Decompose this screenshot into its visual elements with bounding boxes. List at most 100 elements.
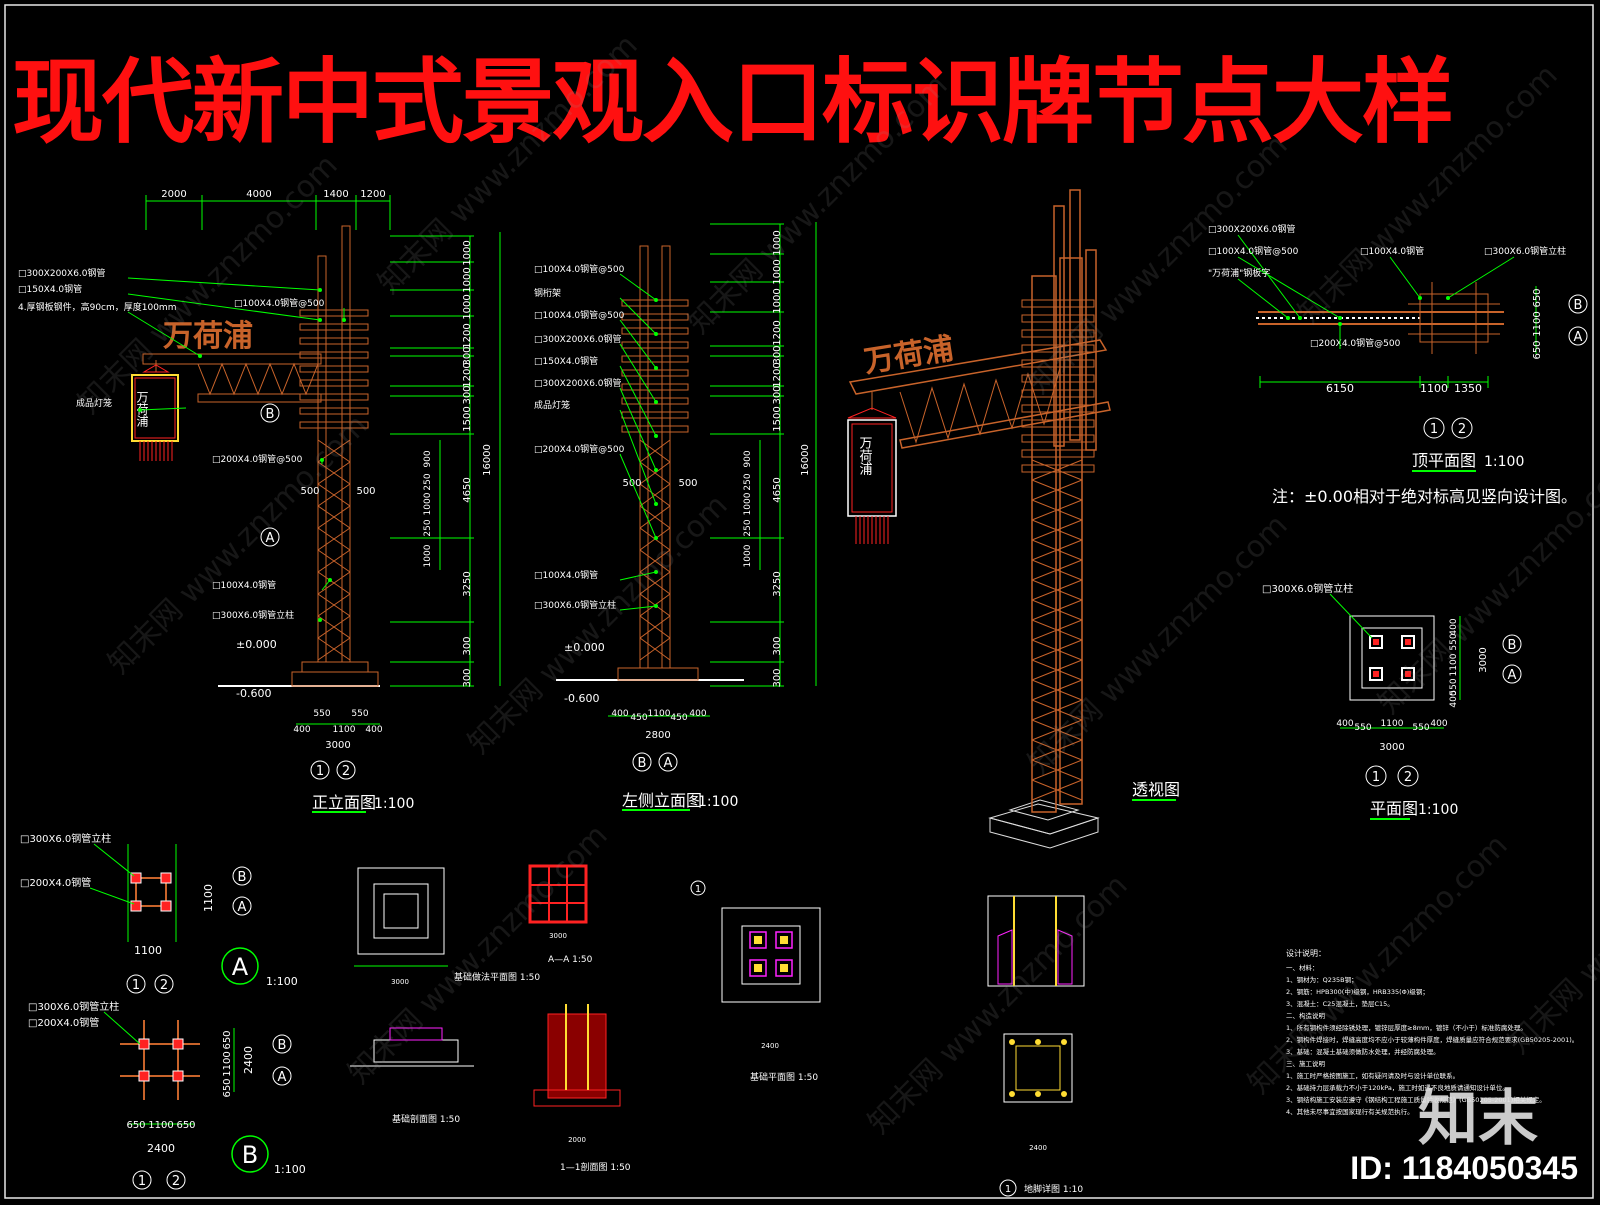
leader-label: □150X4.0钢管 bbox=[534, 355, 598, 367]
dim-text: 900 bbox=[743, 450, 753, 467]
note-line: 3、混凝土：C25混凝土，垫层C15。 bbox=[1286, 999, 1394, 1008]
crossbar bbox=[621, 313, 689, 321]
dim-text: 1100 bbox=[148, 1120, 173, 1131]
note-line: 2、钢构件焊接时，焊缝高度均不应小于较薄构件厚度，焊缝质量应符合规范要求(GB5… bbox=[1286, 1035, 1578, 1044]
dim-text: 2400 bbox=[242, 1046, 255, 1074]
leader-dot bbox=[198, 354, 202, 358]
dim-text: 1100 bbox=[1449, 653, 1459, 676]
brace bbox=[639, 483, 671, 507]
dim-text: 16000 bbox=[482, 444, 493, 476]
base-plate bbox=[749, 959, 767, 977]
plinth bbox=[617, 667, 699, 681]
brace bbox=[317, 637, 351, 661]
brace bbox=[1031, 519, 1083, 541]
foundation-plan-outer bbox=[357, 867, 445, 955]
leader-label: □100X4.0钢管@500 bbox=[1208, 245, 1299, 257]
dim-text: 400 bbox=[1336, 719, 1353, 729]
dim-text: 400 bbox=[365, 725, 382, 735]
brace bbox=[1031, 499, 1083, 521]
dim-text: 1500 bbox=[462, 406, 473, 431]
axis-bubble-label: 2 bbox=[1404, 770, 1412, 785]
dim-text: 450 bbox=[670, 713, 687, 723]
leader-dot bbox=[318, 618, 322, 622]
axis-1-label: 1 bbox=[132, 978, 140, 993]
plinth bbox=[291, 671, 379, 687]
crossbar bbox=[299, 351, 369, 359]
dim-text: 650 bbox=[176, 1120, 195, 1131]
leader-label: "万荷浦"钢板字 bbox=[1208, 267, 1270, 279]
leader-line bbox=[139, 407, 187, 411]
brace bbox=[639, 637, 671, 661]
column-right bbox=[341, 225, 351, 663]
dim-text: 650 bbox=[222, 1030, 233, 1049]
dim-text: 250 bbox=[423, 473, 433, 490]
lantern-text: 万荷浦 bbox=[857, 436, 873, 475]
leader-dot bbox=[1418, 296, 1422, 300]
lattice-bracing bbox=[317, 439, 351, 661]
note-line: 二、构造说明 bbox=[1286, 1011, 1326, 1020]
view-scale-front: 1:100 bbox=[374, 796, 414, 812]
section-11-title: 1—1剖面图 1:50 bbox=[560, 1161, 631, 1173]
dim-text: 550 bbox=[1449, 633, 1459, 650]
dim-text: 550 bbox=[1449, 678, 1459, 695]
column-core bbox=[1373, 639, 1379, 645]
dim-text: 1000 bbox=[462, 240, 473, 265]
crossbar bbox=[621, 397, 689, 405]
axis-bubble-label: A bbox=[1574, 330, 1583, 345]
crossbar bbox=[299, 421, 369, 429]
dim-text: 2400 bbox=[147, 1142, 175, 1155]
dim-text: 4000 bbox=[246, 189, 271, 200]
column-square bbox=[1401, 635, 1415, 649]
leader-dot bbox=[1446, 296, 1450, 300]
dim-text: 4650 bbox=[772, 477, 783, 502]
dim-text: 400 bbox=[1449, 618, 1459, 635]
brace bbox=[1031, 719, 1083, 741]
note-line: 一、材料： bbox=[1286, 963, 1319, 972]
dim-text: 1200 bbox=[360, 189, 385, 200]
leader-label: □300X6.0钢管立柱 bbox=[212, 609, 294, 621]
section-b-bubble bbox=[231, 1135, 269, 1173]
dim-text: 650 bbox=[126, 1120, 145, 1131]
leader-line bbox=[103, 1011, 141, 1045]
dimension-lines: 1000100010001200300120030015004650325030… bbox=[608, 222, 817, 741]
brace bbox=[639, 505, 671, 529]
leader-dot bbox=[318, 318, 322, 322]
marker-a-label: A bbox=[278, 1070, 287, 1085]
brace bbox=[317, 615, 351, 639]
leader-label: □300X6.0钢管立柱 bbox=[1484, 245, 1566, 257]
column-square bbox=[1401, 667, 1415, 681]
notes-lines: 一、材料：1、钢材为：Q235B钢；2、钢筋：HPB300(中)级钢，HRB33… bbox=[1286, 963, 1578, 1116]
dim-text: 6150 bbox=[1326, 382, 1354, 395]
column-core bbox=[754, 936, 762, 944]
dim-text: 3000 bbox=[1379, 742, 1404, 753]
leader-dot bbox=[654, 332, 658, 336]
crossbar bbox=[621, 383, 689, 391]
lantern-fringe bbox=[855, 516, 889, 544]
dim-text: 3000 bbox=[549, 932, 567, 940]
marker-a-label: A bbox=[238, 900, 247, 915]
view-title-side: 左侧立面图 bbox=[622, 791, 702, 810]
brace bbox=[639, 461, 671, 485]
leader-dot bbox=[320, 458, 324, 462]
base-plan-columns bbox=[749, 931, 793, 977]
column-square bbox=[172, 1070, 184, 1082]
base-plan-inner bbox=[741, 925, 801, 985]
leader-dot bbox=[654, 468, 658, 472]
section-b-shapes bbox=[120, 1020, 200, 1100]
brace bbox=[1031, 579, 1083, 601]
label-column: □300X6.0钢管立柱 bbox=[28, 1000, 119, 1013]
leader-label: □300X200X6.0钢管 bbox=[18, 267, 106, 279]
aa-title: A—A 1:50 bbox=[548, 955, 593, 965]
axis-bubble bbox=[1502, 664, 1522, 684]
leader-line bbox=[619, 409, 657, 505]
crossbar bbox=[299, 379, 369, 387]
perspective-arm bbox=[848, 339, 1111, 449]
note-line: 1、所有钢构件须经除锈处理，镀锌层厚度≥8mm，镀锌（不小于）标准防腐处理。 bbox=[1286, 1023, 1527, 1032]
crossbar bbox=[621, 425, 689, 433]
axis-bubble-2 bbox=[154, 974, 174, 994]
column-core bbox=[1373, 671, 1379, 677]
level-600: -0.600 bbox=[564, 692, 599, 705]
brace bbox=[1031, 739, 1083, 761]
